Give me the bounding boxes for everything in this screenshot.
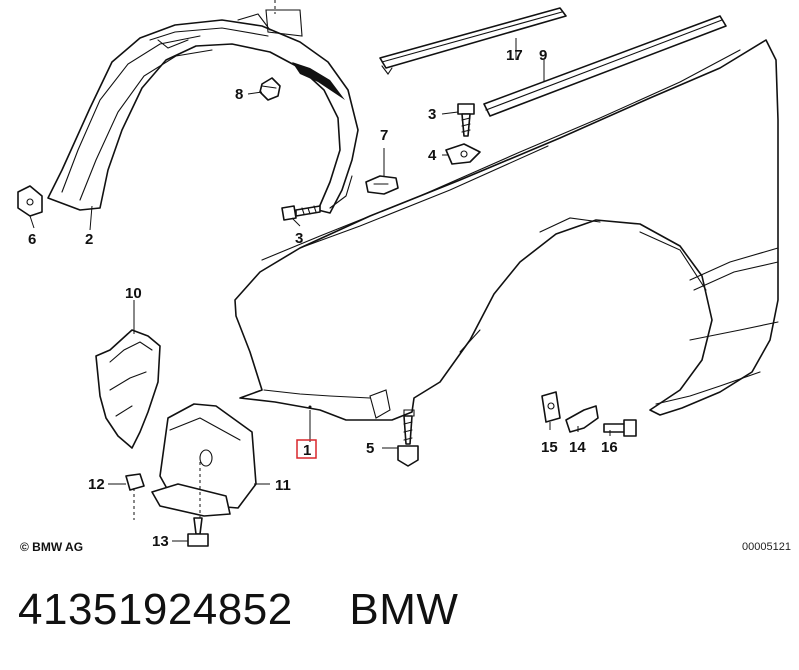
label-3-lower: 3 [295,230,303,247]
screw-3-upper [457,103,475,137]
screw-5 [397,415,419,467]
screw-3-lower [281,205,321,221]
bracket-14 [565,405,599,433]
label-3-upper: 3 [428,106,436,123]
label-1: 1 [303,442,311,459]
label-11: 11 [275,477,291,494]
copyright-text: © BMW AG [20,540,84,554]
label-2: 2 [85,231,93,248]
part-labels: 8 3 4 7 3 17 9 6 2 10 11 12 13 5 15 14 1… [28,47,618,550]
label-12: 12 [88,476,105,493]
label-4: 4 [428,147,437,164]
label-9: 9 [539,47,547,64]
part-number: 41351924852 [18,585,293,634]
clip-7 [365,175,399,195]
clip-8 [259,77,281,101]
label-17: 17 [506,47,523,64]
label-5: 5 [366,440,374,457]
screw-16 [603,419,637,437]
label-8: 8 [235,86,243,103]
screw-13 [187,517,209,547]
seal-strip-17 [379,7,567,75]
leader-lines [29,38,611,542]
label-13: 13 [152,533,169,550]
wheel-arch-liner [47,0,359,214]
nut-12 [125,473,145,491]
label-14: 14 [569,439,586,456]
trim-strip-9 [483,15,727,117]
label-16: 16 [601,439,618,456]
footer: 41351924852 BMW [18,585,502,635]
label-7: 7 [380,127,388,144]
highlighted-part-box [296,439,317,459]
shield-11 [151,403,257,517]
clip-6 [17,185,43,217]
splash-guard-10 [95,329,161,449]
label-6: 6 [28,231,36,248]
brand-name: BMW [349,585,459,634]
plate-15 [541,391,561,423]
nut-4 [445,143,481,165]
drawing-code: 00005121 [742,541,791,553]
front-fender [234,39,779,421]
label-15: 15 [541,439,558,456]
label-10: 10 [125,285,142,302]
